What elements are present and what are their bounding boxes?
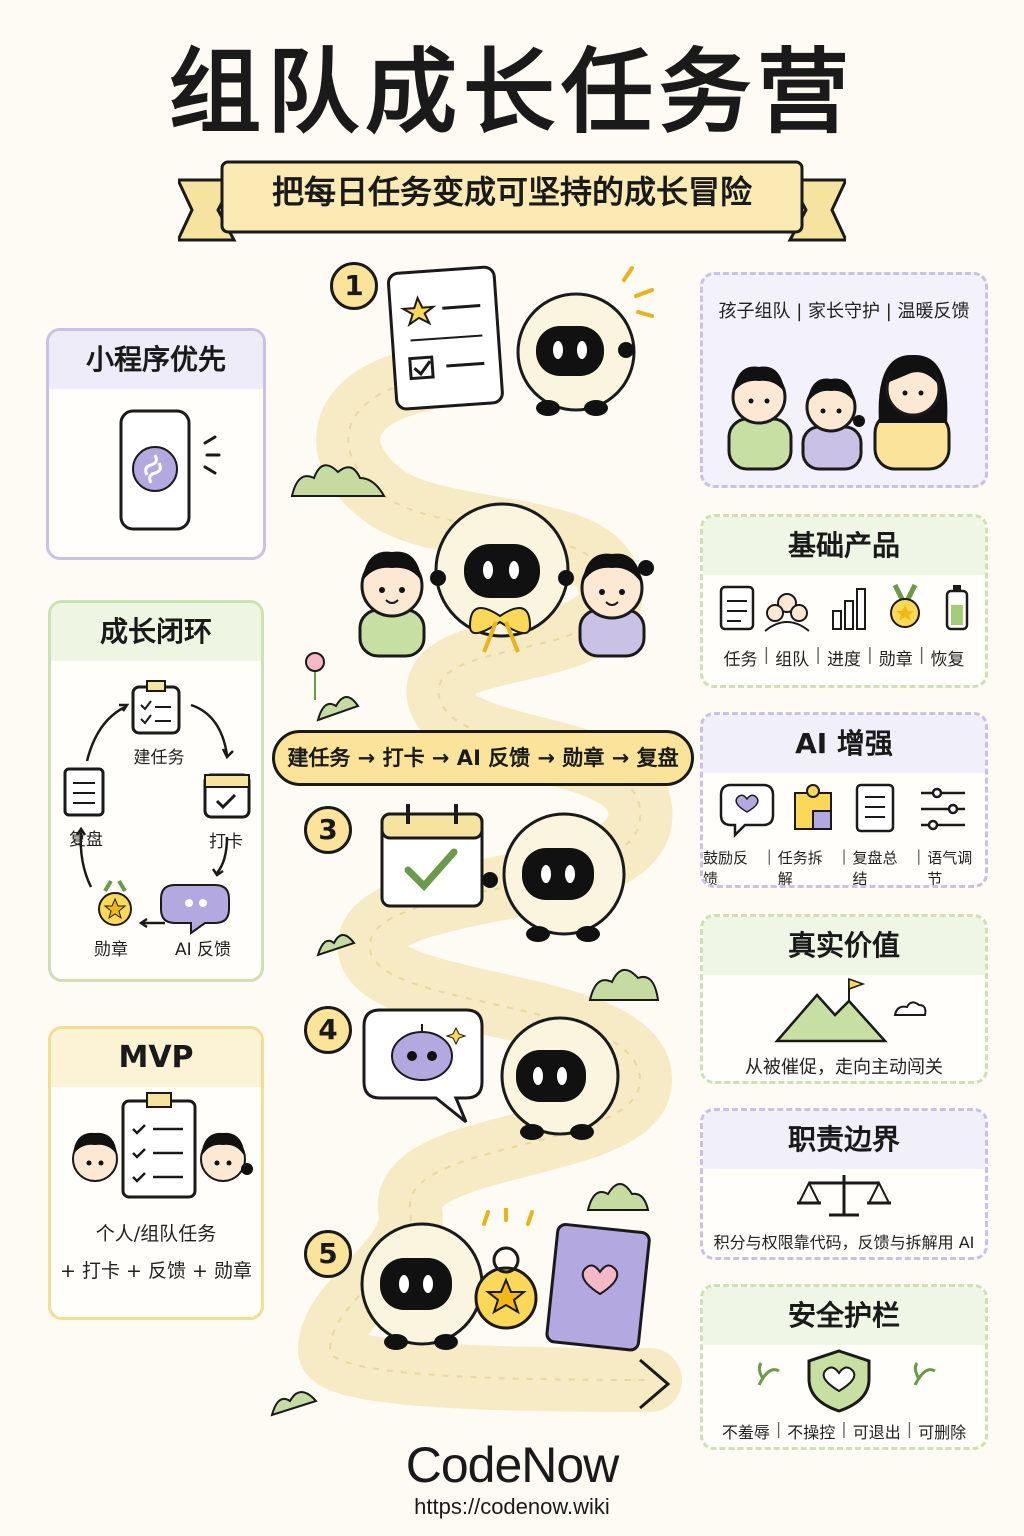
safety-labels: 不羞辱| 不操控| 可退出| 可删除: [721, 1419, 967, 1442]
step-3-illustration: [380, 804, 626, 942]
sheep-mascot-1: [516, 292, 636, 416]
card-ai-enhance: AI 增强 鼓励反馈| 任务拆解| 复盘总结| 语气调节: [700, 712, 988, 888]
card-safety: 安全护栏 不羞辱| 不操控| 可退出| 可删除: [700, 1284, 988, 1450]
mountain-icon: [774, 977, 927, 1043]
card-real-value: 真实价值 从被催促，走向主动闯关: [700, 914, 988, 1084]
sheep-mascot-3: [482, 812, 626, 942]
basic-label-recover: 恢复: [930, 650, 965, 670]
shield-icon: [757, 1349, 936, 1413]
phone-icon: [119, 409, 221, 531]
loop-step-ai-feedback: AI 反馈: [174, 940, 232, 960]
card-basic-product: 基础产品 任务| 组队| 进度| 勋章| 恢复: [700, 514, 988, 688]
sheep-mascot-5: [360, 1222, 484, 1350]
step-5-badge: 5: [304, 1230, 352, 1278]
sliders-icon: [921, 787, 965, 831]
card-boundary: 职责边界 积分与权限靠代码，反馈与拆解用 AI: [700, 1108, 988, 1260]
step-1-badge: 1: [330, 262, 378, 310]
team-tagline: 孩子组队 | 家长守护 | 温暖反馈: [718, 301, 970, 322]
ai-label-tone: 语气调节: [927, 849, 973, 888]
loop-step-create: 建任务: [133, 748, 185, 768]
boy-icon: [727, 366, 793, 471]
card-title: 基础产品: [703, 517, 985, 575]
page-title: 组队成长任务营: [168, 39, 855, 146]
ribbon-banner: [178, 160, 846, 242]
basic-label-team: 组队: [775, 650, 810, 670]
notes-icon: [855, 783, 895, 833]
card-growth-loop: 成长闭环 建任务 打卡 AI 反馈 勋章 复盘: [48, 600, 264, 982]
step-2-illustration: [358, 502, 654, 658]
basic-label-task: 任务: [723, 650, 758, 670]
loop-step-review: 复盘: [69, 830, 103, 850]
ai-label-breakdown: 任务拆解: [777, 849, 823, 888]
brand-logo: CodeNow: [405, 1437, 620, 1493]
mvp-illustration: [72, 1092, 253, 1199]
card-title: AI 增强: [703, 715, 985, 773]
boy-avatar: [358, 551, 426, 658]
flow-banner: 建任务 → 打卡 → AI 反馈 → 勋章 → 复盘: [272, 730, 694, 786]
card-title: 小程序优先: [49, 331, 263, 389]
subtitle: 把每日任务变成可坚持的成长冒险: [271, 173, 752, 211]
basic-label-medal: 勋章: [878, 650, 913, 670]
task-icon: [719, 585, 755, 631]
sheep-mascot-2: [430, 502, 574, 653]
card-mini-program: 小程序优先: [46, 328, 266, 560]
footer-url[interactable]: https://codenow.wiki: [414, 1494, 610, 1519]
heart-chat-icon: [719, 783, 775, 839]
ai-labels: 鼓励反馈| 任务拆解| 复盘总结| 语气调节: [703, 847, 985, 888]
puzzle-icon: [794, 784, 832, 830]
sheep-mascot-4: [500, 1016, 620, 1140]
safety-label-no-manipulate: 不操控: [787, 1423, 836, 1442]
team-icon: [764, 593, 810, 632]
card-title: MVP: [51, 1029, 261, 1087]
boundary-text: 积分与权限靠代码，反馈与拆解用 AI: [713, 1233, 975, 1252]
basic-label-progress: 进度: [827, 650, 861, 670]
card-team: 孩子组队 | 家长守护 | 温暖反馈: [700, 272, 988, 488]
card-mvp: MVP 个人/组队任务 + 打卡 + 反馈 + 勋章: [48, 1026, 264, 1320]
value-text: 从被催促，走向主动闯关: [745, 1057, 943, 1078]
step-4-illustration: [362, 1008, 620, 1140]
family-illustration: [727, 354, 951, 471]
ai-icons: [719, 783, 965, 839]
safety-label-no-shame: 不羞辱: [721, 1423, 770, 1442]
card-title: 职责边界: [703, 1111, 985, 1169]
step-5-illustration: [360, 1208, 651, 1352]
step-1-illustration: [386, 265, 654, 416]
parent-icon: [873, 354, 951, 471]
safety-label-can-delete: 可删除: [918, 1423, 967, 1442]
loop-step-medal: 勋章: [94, 940, 128, 960]
mvp-line-2: + 打卡 + 反馈 + 勋章: [60, 1260, 252, 1282]
battery-icon: [945, 585, 969, 631]
girl-icon: [801, 378, 865, 471]
safety-label-can-exit: 可退出: [852, 1423, 901, 1442]
mvp-line-1: 个人/组队任务: [95, 1223, 217, 1245]
progress-icon: [832, 588, 866, 630]
card-title: 成长闭环: [51, 603, 261, 661]
medal-icon: [890, 583, 920, 628]
girl-avatar: [578, 553, 654, 658]
step-4-badge: 4: [304, 1006, 352, 1054]
basic-labels: 任务| 组队| 进度| 勋章| 恢复: [723, 645, 965, 670]
scale-icon: [797, 1175, 891, 1217]
loop-step-checkin: 打卡: [209, 832, 243, 852]
card-title: 安全护栏: [703, 1287, 985, 1345]
card-title: 真实价值: [703, 917, 985, 975]
ai-label-review: 复盘总结: [852, 849, 898, 888]
basic-icons: [719, 583, 969, 632]
loop-diagram: [63, 680, 251, 935]
ai-label-encourage: 鼓励反馈: [703, 849, 749, 888]
step-3-badge: 3: [304, 806, 352, 854]
